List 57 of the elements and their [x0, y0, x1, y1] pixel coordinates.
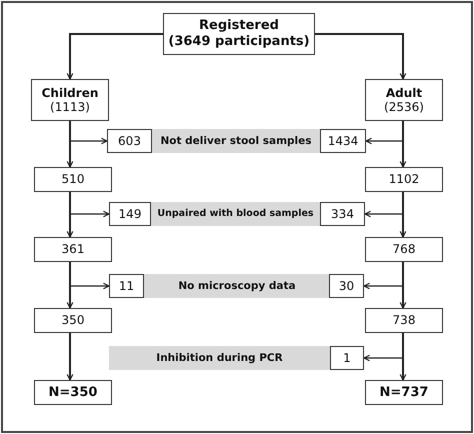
arrow — [400, 262, 406, 309]
box-text: 1102 — [388, 172, 420, 187]
arrow — [400, 192, 406, 238]
box-text: Not deliver stool samples — [160, 134, 312, 148]
box-text: 603 — [118, 134, 141, 148]
box-heading: Children — [42, 86, 98, 100]
box-text: 361 — [62, 242, 84, 257]
box-text: 510 — [62, 172, 84, 187]
arrow — [400, 333, 406, 381]
box-text: 1434 — [328, 134, 358, 148]
reason-banner — [152, 129, 320, 153]
box-text: N=737 — [380, 384, 428, 400]
participant-count: (1113) — [50, 100, 90, 114]
arrow — [66, 262, 74, 309]
arrow — [315, 33, 406, 80]
count-box — [163, 13, 315, 55]
box-text: 334 — [331, 206, 354, 222]
count-box — [31, 79, 109, 121]
box-text: 11 — [118, 278, 134, 294]
count-box — [34, 237, 112, 262]
box-text: No microscopy data — [178, 280, 296, 292]
count-box — [109, 274, 144, 298]
count-box — [329, 274, 364, 298]
box-text: 768 — [392, 242, 416, 257]
count-box — [365, 380, 443, 405]
count-box — [320, 129, 366, 153]
participant-count: (3649 participants) — [168, 34, 310, 50]
participant-count: (2536) — [384, 100, 424, 114]
arrow — [66, 333, 74, 381]
count-box — [34, 308, 112, 333]
box-heading: Adult — [386, 86, 422, 100]
arrow — [66, 192, 74, 238]
count-box — [365, 167, 443, 192]
box-text: 738 — [392, 313, 416, 328]
count-box — [365, 308, 443, 333]
count-box — [365, 237, 443, 262]
reason-banner — [144, 274, 330, 298]
box-text: Unpaired with blood samples — [157, 208, 314, 220]
count-box — [320, 202, 365, 226]
count-box — [109, 202, 151, 226]
box-heading: Registered — [199, 18, 279, 34]
arrow — [66, 121, 74, 168]
reason-banner — [109, 346, 330, 370]
count-box — [365, 79, 443, 121]
box-text: 30 — [338, 278, 354, 294]
box-text: N=350 — [48, 384, 98, 400]
box-text: Inhibition during PCR — [156, 352, 283, 364]
count-box — [107, 129, 152, 153]
count-box — [34, 167, 112, 192]
arrow — [66, 33, 163, 80]
box-text: 1 — [343, 350, 351, 366]
count-box — [34, 380, 112, 405]
arrow — [400, 121, 406, 168]
count-box — [330, 346, 364, 370]
box-text: 350 — [62, 313, 84, 328]
reason-banner — [151, 202, 320, 226]
box-text: 149 — [118, 206, 142, 222]
